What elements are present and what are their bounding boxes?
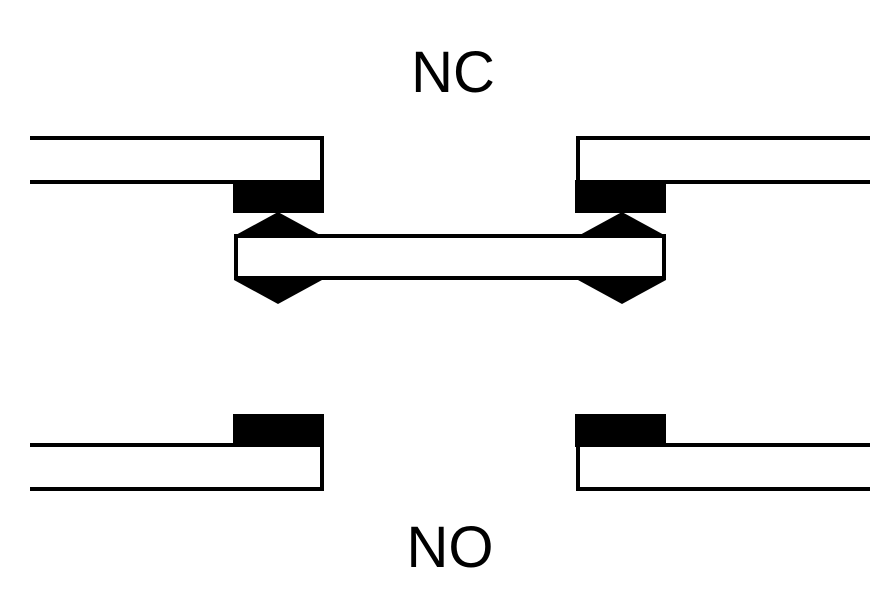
bridge-bar bbox=[234, 234, 666, 280]
no-right-terminal-strip bbox=[576, 443, 870, 491]
no-left-contact-pad bbox=[233, 414, 324, 447]
no-left-terminal-strip bbox=[30, 443, 324, 491]
nc-left-terminal-strip bbox=[30, 136, 324, 184]
nc-label: NC bbox=[411, 40, 495, 105]
no-right-terminal bbox=[575, 414, 870, 491]
no-left-terminal bbox=[30, 414, 324, 491]
movable-contact-bridge bbox=[234, 212, 666, 304]
nc-left-terminal bbox=[30, 136, 324, 213]
nc-right-contact-pad bbox=[575, 180, 666, 213]
nc-left-contact-pad bbox=[233, 180, 324, 213]
nc-right-terminal-strip bbox=[576, 136, 870, 184]
no-right-contact-pad bbox=[575, 414, 666, 447]
no-label: NO bbox=[407, 515, 494, 580]
nc-right-terminal bbox=[575, 136, 870, 213]
